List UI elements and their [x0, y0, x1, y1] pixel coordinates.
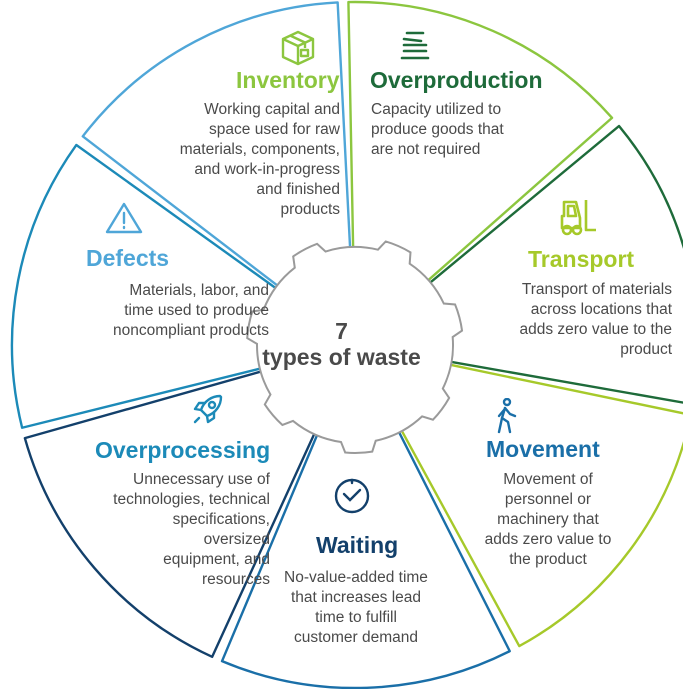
overproduction-title: Overproduction	[370, 67, 543, 93]
box-icon	[281, 30, 315, 66]
clock-icon	[334, 478, 370, 514]
center-number: 7	[335, 318, 348, 344]
center-hub	[246, 240, 464, 454]
rocket-icon	[193, 394, 223, 424]
wheel-segments	[10, 0, 683, 689]
inventory-title: Inventory	[236, 67, 340, 93]
forklift-icon	[560, 200, 596, 236]
center-gear	[246, 240, 464, 454]
walking-person-icon	[497, 398, 517, 434]
stack-icon	[400, 31, 430, 60]
waiting-title: Waiting	[316, 532, 399, 558]
transport-title: Transport	[528, 246, 635, 272]
center-label: types of waste	[262, 344, 421, 370]
warning-icon	[105, 202, 143, 234]
defects-title: Defects	[86, 245, 170, 271]
movement-title: Movement	[486, 436, 600, 462]
overprocessing-title: Overprocessing	[95, 437, 271, 463]
